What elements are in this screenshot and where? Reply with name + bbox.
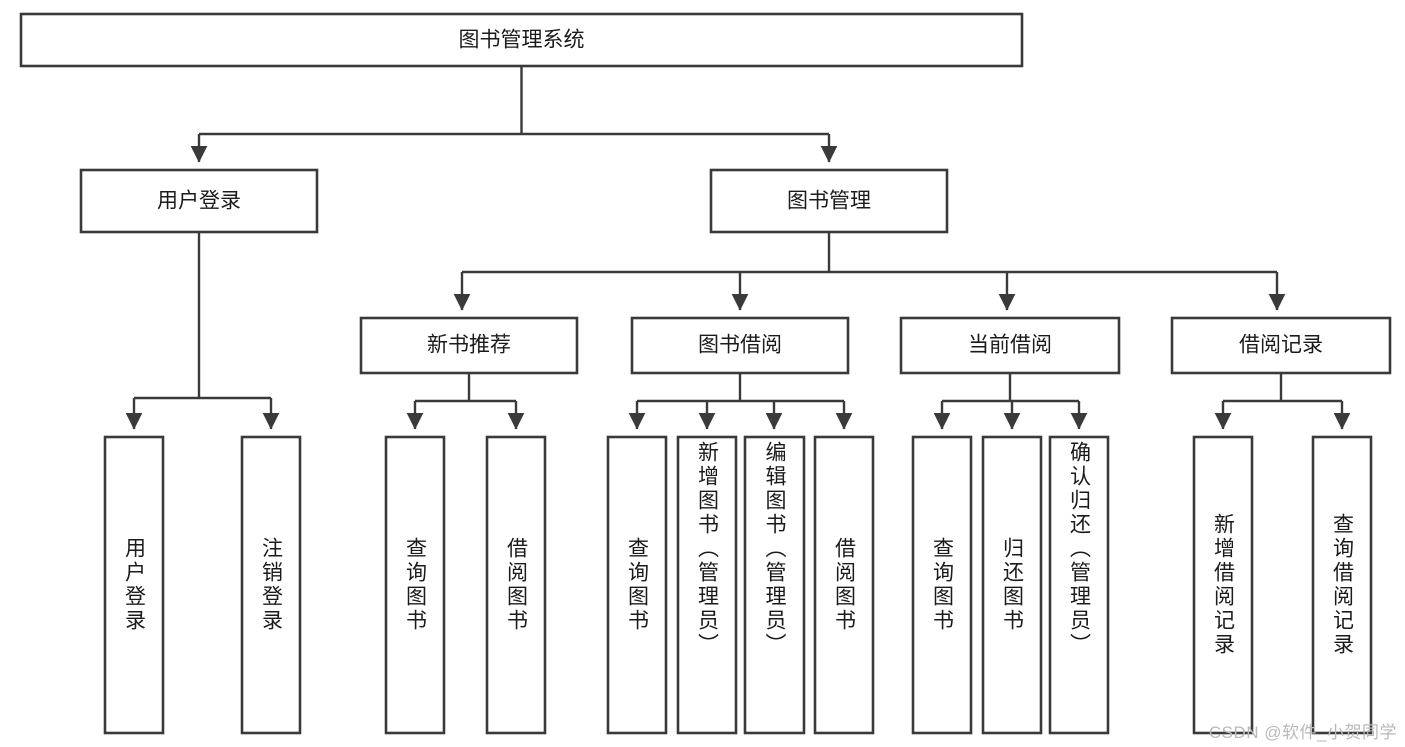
leaf-query-borrow-record-box[interactable]	[1311, 435, 1373, 735]
connector-group-borrow-record	[1214, 373, 1351, 430]
leaf-add-book-admin-box[interactable]	[676, 435, 738, 735]
leaf-query-book-borrow-box[interactable]	[606, 435, 668, 735]
node-book-borrow[interactable]: 图书借阅	[630, 316, 850, 375]
node-user-login-label: 用户登录	[157, 190, 241, 213]
leaf-edit-book-admin-box[interactable]	[743, 435, 806, 735]
node-new-book-recommend-label: 新书推荐	[427, 334, 511, 357]
connector-group-root	[190, 66, 838, 163]
leaf-confirm-return-admin-box[interactable]	[1048, 435, 1110, 735]
leaf-boxes	[103, 435, 1373, 735]
node-borrow-record-box[interactable]	[1170, 316, 1392, 375]
node-current-borrow-label: 当前借阅	[968, 334, 1052, 357]
leaf-user-login-box[interactable]	[103, 435, 165, 735]
connector-group-book-borrow	[628, 373, 853, 430]
leaf-query-book-rec-box[interactable]	[384, 435, 446, 735]
node-borrow-record-label: 借阅记录	[1239, 334, 1323, 357]
node-current-borrow-box[interactable]	[899, 316, 1121, 375]
leaf-user-logout-box[interactable]	[240, 435, 302, 735]
node-borrow-record[interactable]: 借阅记录	[1170, 316, 1392, 375]
node-book-borrow-label: 图书借阅	[698, 334, 782, 357]
connector-group-book-management	[453, 232, 1286, 311]
node-user-login-box[interactable]	[79, 168, 319, 234]
leaf-borrow-book-rec-box[interactable]	[485, 435, 547, 735]
node-root[interactable]: 图书管理系统	[19, 12, 1024, 68]
connector-group-new-book-recommend	[406, 373, 525, 430]
leaf-add-borrow-record-box[interactable]	[1192, 435, 1254, 735]
node-user-login[interactable]: 用户登录	[79, 168, 319, 234]
node-root-box[interactable]	[19, 12, 1024, 68]
node-new-book-recommend[interactable]: 新书推荐	[359, 316, 579, 375]
connector-group-current-borrow	[933, 373, 1088, 430]
node-book-management[interactable]: 图书管理	[709, 168, 949, 234]
leaf-query-book-current-box[interactable]	[911, 435, 973, 735]
leaf-return-book-box[interactable]	[981, 435, 1043, 735]
node-current-borrow[interactable]: 当前借阅	[899, 316, 1121, 375]
node-root-label: 图书管理系统	[459, 29, 585, 52]
leaf-borrow-book-box[interactable]	[813, 435, 875, 735]
node-new-book-recommend-box[interactable]	[359, 316, 579, 375]
node-book-management-label: 图书管理	[787, 190, 871, 213]
node-book-management-box[interactable]	[709, 168, 949, 234]
csdn-watermark: CSDN @软件_小贺同学	[1208, 723, 1397, 742]
connector-group-user-login	[125, 232, 280, 430]
node-book-borrow-box[interactable]	[630, 316, 850, 375]
